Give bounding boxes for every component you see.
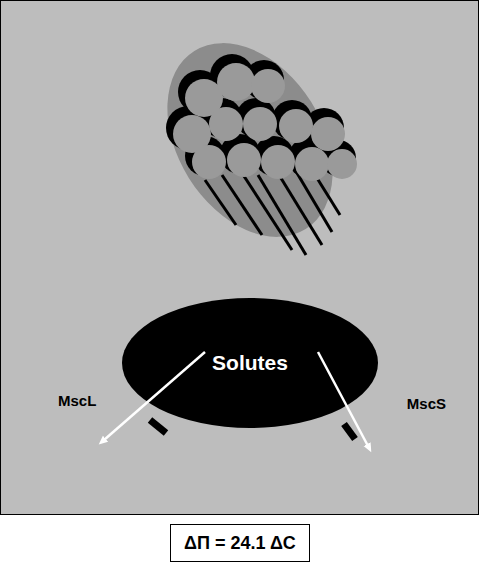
cell-ellipse: Solutes [122,298,378,428]
rain-cloud [133,13,366,267]
mscs-channel [344,424,355,439]
channel-label: MscS [407,395,446,412]
equation-box: ΔΠ = 24.1 ΔC [170,524,310,562]
mscl-channel [150,420,166,433]
equation-text: ΔΠ = 24.1 ΔC [184,533,296,554]
node-label: Solutes [212,351,288,375]
channel-label: MscL [58,392,96,409]
